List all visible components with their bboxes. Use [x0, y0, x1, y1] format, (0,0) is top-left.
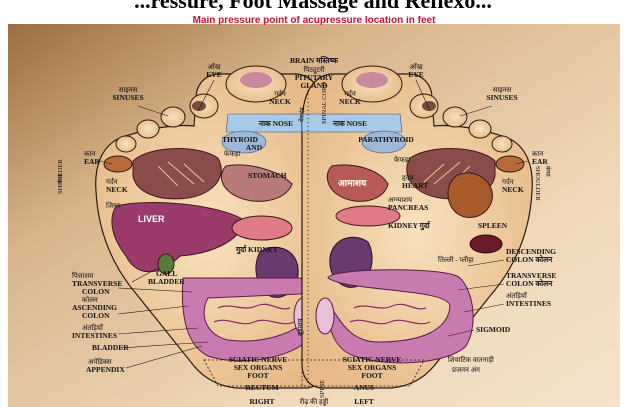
stomach-hindi-overlay: आमाशय — [338, 178, 367, 188]
foot-reflexology-diagram: Main pressure point of acupressure locat… — [8, 16, 620, 407]
ear-left-label: EAR — [84, 157, 100, 166]
eye-right-label: EYE — [408, 70, 423, 79]
bladder-gall-label: BLADDER — [148, 277, 185, 286]
heart-label: HEART — [402, 181, 428, 190]
right-ear-point — [104, 156, 132, 172]
spine-label: SPINE — [319, 380, 326, 398]
eye-left-label: EYE — [206, 70, 221, 79]
neck-top-right-label: NECK — [339, 97, 361, 106]
liver-label: LIVER — [138, 214, 165, 224]
sex-organs-hindi-label: प्रजनन अंग — [452, 366, 481, 374]
right-toe-5 — [116, 136, 136, 152]
foot-left-label: FOOT — [247, 371, 268, 380]
sigmoid-label: SIGMOID — [476, 325, 511, 334]
cut-off-heading: ...ressure, Foot Massage and Reflexo... — [0, 0, 626, 14]
chart-title: Main pressure point of acupressure locat… — [193, 16, 436, 26]
brain-label: BRAIN मस्तिष्क — [290, 56, 339, 65]
left-ear-point — [496, 156, 524, 172]
right-foot-label: RIGHT — [249, 397, 274, 406]
left-toe-3 — [443, 107, 467, 127]
shoulder-right-label: SHOULDER — [534, 166, 541, 201]
right-brain-point — [240, 72, 272, 88]
foot-right-label: FOOT — [361, 371, 382, 380]
ascending-colon-label: COLON — [82, 311, 110, 320]
neck-right-label: NECK — [502, 185, 524, 194]
reflexology-chart: Main pressure point of acupressure locat… — [8, 16, 620, 407]
nose-right-label: नाक NOSE — [332, 119, 367, 128]
liver-hindi-label: जिगर — [106, 201, 120, 210]
spleen — [470, 235, 502, 253]
lung-right-label: फेफड़ा — [394, 155, 411, 164]
spinal-cord-hindi-label: मेरुदंड — [298, 107, 306, 122]
intestines-left-label: INTESTINES — [72, 331, 117, 340]
left-brain-point — [356, 72, 388, 88]
left-foot-label: LEFT — [354, 397, 374, 406]
right-lung — [133, 149, 221, 199]
ear-right-label: EAR — [532, 157, 548, 166]
colon-left-label: COLON — [82, 287, 110, 296]
nose-left-label: नाक NOSE — [258, 119, 293, 128]
left-toe-4 — [469, 120, 491, 138]
shoulder-left-hindi-label: कंधा — [56, 173, 64, 184]
lung-left-label: फेफड़ा — [224, 149, 241, 158]
neck-left-label: NECK — [106, 185, 128, 194]
rectum-label: RECTUM — [245, 383, 278, 392]
spine-hindi-label: रीढ़ की हड्डी — [300, 397, 329, 406]
sciatic-hindi-label: शियाटिक वातनाड़ी — [448, 355, 494, 364]
shoulder-right-hindi-label: कंधा — [544, 166, 552, 177]
appendix-label: APPENDIX — [86, 365, 125, 374]
right-toe-3 — [161, 107, 185, 127]
stomach-label: STOMACH — [248, 171, 287, 180]
spinal-cord-label: SPINAL CORD — [321, 81, 328, 124]
neck-top-left-label: NECK — [269, 97, 291, 106]
right-pancreas — [232, 216, 292, 240]
spleen-label: SPLEEN — [478, 221, 508, 230]
left-bladder — [316, 298, 334, 334]
anus-label: ANUS — [354, 383, 374, 392]
left-toe-5 — [492, 136, 512, 152]
thyroid-and-label: AND — [246, 143, 263, 152]
intestines-right-label: INTESTINES — [506, 299, 551, 308]
transverse-colon-right-label: COLON कोलन — [506, 279, 553, 288]
right-toe-4 — [137, 120, 159, 138]
sinuses-left-label: SINUSES — [112, 93, 143, 102]
descending-colon-label: COLON कोलन — [506, 255, 553, 264]
spleen-hindi-label: तिल्ली - प्लीहा — [438, 255, 474, 264]
kidney-left-label: गुर्दा KIDNEY — [235, 245, 279, 255]
sinuses-right-label: SINUSES — [486, 93, 517, 102]
parathyroid-label: PARATHYROID — [358, 135, 414, 144]
bladder-right-hindi-label: मूत्राशय — [297, 318, 304, 336]
pancreas-label: PANCREAS — [388, 203, 428, 212]
kidney-right-label: KIDNEY गुर्दा — [388, 221, 431, 231]
